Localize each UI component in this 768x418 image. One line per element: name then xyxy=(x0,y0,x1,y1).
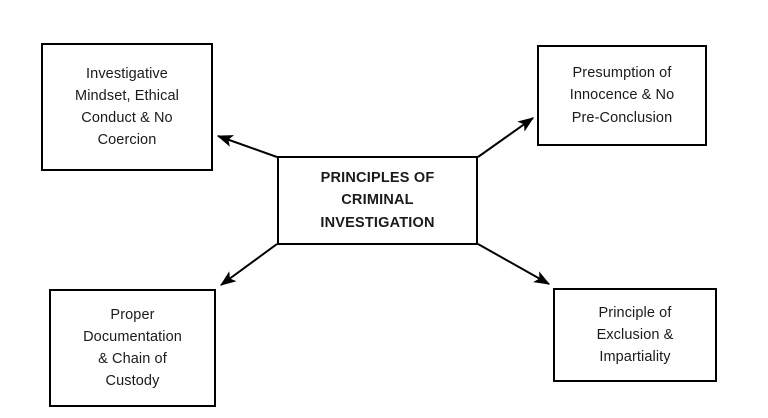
node-principle-of-exclusion-label: Principle of Exclusion & Impartiality xyxy=(596,304,674,366)
node-presumption-of-innocence[interactable]: Presumption of Innocence & No Pre-Conclu… xyxy=(537,45,707,146)
node-principle-of-exclusion[interactable]: Principle of Exclusion & Impartiality xyxy=(553,288,717,382)
node-proper-documentation[interactable]: Proper Documentation & Chain of Custody xyxy=(49,289,216,407)
connector-center-to-proper-documentation xyxy=(220,243,278,286)
connector-center-to-principle-of-exclusion xyxy=(477,243,551,285)
node-investigative-mindset-label: Investigative Mindset, Ethical Conduct &… xyxy=(75,65,179,149)
node-proper-documentation-label: Proper Documentation & Chain of Custody xyxy=(83,306,182,390)
connector-center-to-presumption-of-innocence xyxy=(477,117,534,158)
node-presumption-of-innocence-label: Presumption of Innocence & No Pre-Conclu… xyxy=(569,65,675,126)
node-investigative-mindset[interactable]: Investigative Mindset, Ethical Conduct &… xyxy=(41,43,213,171)
node-principles-of-criminal-investigation[interactable]: PRINCIPLES OF CRIMINAL INVESTIGATION xyxy=(277,156,478,245)
node-center-label: PRINCIPLES OF CRIMINAL INVESTIGATION xyxy=(320,169,435,231)
connector-center-to-investigative-mindset xyxy=(216,135,278,158)
